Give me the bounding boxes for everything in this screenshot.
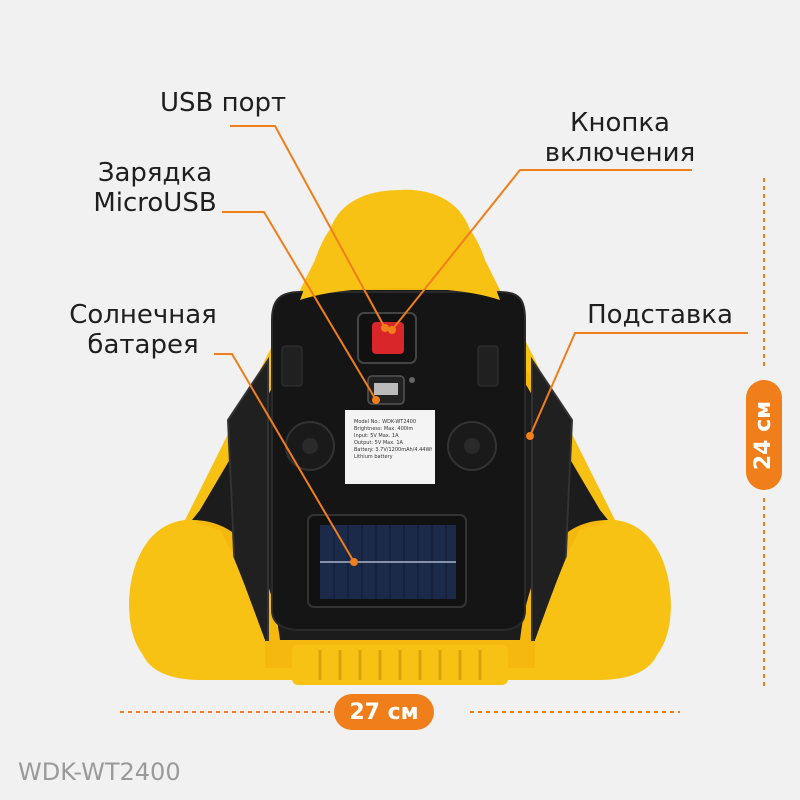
indicator-led <box>409 377 415 383</box>
sticker-line: Input: 5V Max. 1A <box>354 433 399 439</box>
model-number: WDK-WT2400 <box>18 758 181 786</box>
power-button-label-line2: включения <box>544 138 696 168</box>
solar-label-line1: Солнечная <box>69 300 217 330</box>
charging-label-line1: Зарядка <box>97 158 213 188</box>
width-badge: 27 см <box>334 694 434 730</box>
solar-label: Солнечная батарея <box>68 300 218 360</box>
power-button-label: Кнопка включения <box>540 108 700 168</box>
charging-label: Зарядка MicroUSB <box>90 158 220 218</box>
sticker-line: Battery: 3.7V/1200mAh/4.44Wh <box>354 447 432 453</box>
stand-label: Подставка <box>587 300 733 330</box>
leader-lines <box>214 125 748 563</box>
sticker-line: Lithium battery <box>354 454 393 460</box>
height-value: 24 см <box>751 400 777 470</box>
spec-sticker <box>345 410 435 484</box>
top-cap <box>300 195 500 300</box>
power-button-label-line1: Кнопка <box>569 108 670 138</box>
bottom-right-cap <box>535 520 671 680</box>
width-value: 27 см <box>349 699 419 725</box>
usb-port <box>374 383 398 395</box>
sticker-line: Output: 5V Max. 1A <box>354 440 403 446</box>
sticker-line: Model No.: WDK-WT2400 <box>354 419 417 425</box>
height-badge: 24 см <box>746 380 782 490</box>
spec-sticker-text: Model No.: WDK-WT2400 Brightness: Max. 4… <box>350 413 432 483</box>
sticker-line: Brightness: Max. 400lm <box>354 426 414 432</box>
usb-port-label: USB порт <box>160 88 287 118</box>
solar-label-line2: батарея <box>87 330 199 360</box>
charging-label-line2: MicroUSB <box>93 188 217 218</box>
bottom-left-cap <box>129 520 265 680</box>
dimension-lines <box>120 178 765 713</box>
